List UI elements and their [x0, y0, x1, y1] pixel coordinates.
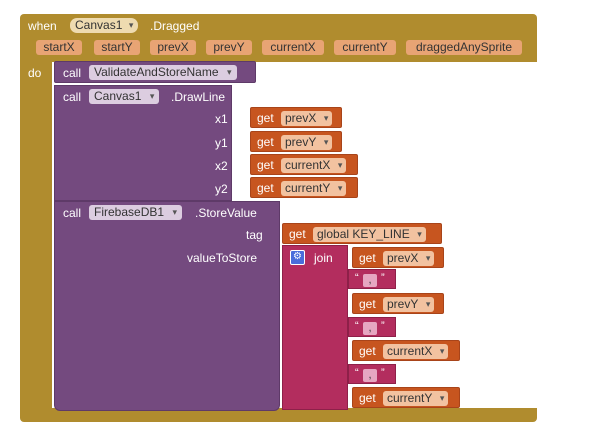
param-currentY[interactable]: currentY — [334, 40, 396, 55]
string-value[interactable]: , — [363, 369, 377, 382]
variable-dropdown[interactable]: prevX — [281, 111, 333, 126]
get-keyword: get — [257, 135, 274, 149]
param-draggedAnySprite[interactable]: draggedAnySprite — [406, 40, 522, 55]
quote-close: ” — [381, 320, 385, 332]
join-keyword: join — [314, 251, 333, 265]
get-currentX-block[interactable]: get currentX — [250, 154, 358, 175]
event-block-body-left: do — [20, 60, 52, 412]
variable-dropdown[interactable]: prevX — [383, 251, 435, 266]
variable-dropdown[interactable]: global KEY_LINE — [313, 227, 426, 242]
get-keyword: get — [359, 297, 376, 311]
variable-dropdown[interactable]: currentX — [383, 344, 449, 359]
string-value[interactable]: , — [363, 274, 377, 287]
join-string-block[interactable]: “ , ” — [348, 364, 396, 384]
firebase-component-dropdown[interactable]: FirebaseDB1 — [89, 205, 183, 220]
get-keyword: get — [359, 391, 376, 405]
storevalue-method: .StoreValue — [195, 206, 257, 220]
param-currentX[interactable]: currentX — [262, 40, 324, 55]
arg-label-x2: x2 — [215, 159, 228, 173]
event-block-canvas-dragged[interactable]: when Canvas1 .Dragged startX startY prev… — [20, 14, 537, 62]
arg-label-y1: y1 — [215, 136, 228, 150]
quote-close: ” — [381, 272, 385, 284]
variable-dropdown[interactable]: prevY — [281, 135, 333, 150]
variable-dropdown[interactable]: currentY — [281, 181, 347, 196]
event-name: .Dragged — [150, 19, 200, 33]
call-validate-and-store-name[interactable]: call ValidateAndStoreName — [54, 61, 256, 83]
call-keyword: call — [63, 90, 82, 104]
join-get-currentX-block[interactable]: get currentX — [352, 340, 460, 361]
tag-label: tag — [246, 228, 263, 242]
arg-label-x1: x1 — [215, 112, 228, 126]
param-startY[interactable]: startY — [94, 40, 140, 55]
get-currentY-block[interactable]: get currentY — [250, 177, 358, 198]
get-keyword: get — [289, 227, 306, 241]
call-canvas-drawline[interactable]: call Canvas1 .DrawLine x1 y1 x2 y2 — [54, 85, 232, 201]
param-prevY[interactable]: prevY — [206, 40, 252, 55]
join-get-currentY-block[interactable]: get currentY — [352, 387, 460, 408]
get-prevX-block[interactable]: get prevX — [250, 107, 342, 128]
join-string-block[interactable]: “ , ” — [348, 269, 396, 289]
get-keyword: get — [359, 251, 376, 265]
quote-open: “ — [355, 367, 359, 379]
get-keyword: get — [257, 111, 274, 125]
get-keyword: get — [257, 181, 274, 195]
procedure-dropdown[interactable]: ValidateAndStoreName — [89, 65, 237, 80]
variable-dropdown[interactable]: currentY — [383, 391, 449, 406]
quote-open: “ — [355, 272, 359, 284]
join-string-block[interactable]: “ , ” — [348, 317, 396, 337]
get-prevY-block[interactable]: get prevY — [250, 131, 342, 152]
value-to-store-label: valueToStore — [187, 251, 258, 265]
gear-icon[interactable]: ⚙ — [290, 250, 305, 265]
event-block-footer — [20, 408, 537, 422]
component-dropdown[interactable]: Canvas1 — [70, 18, 139, 33]
join-get-prevY-block[interactable]: get prevY — [352, 293, 444, 314]
do-keyword: do — [28, 66, 42, 80]
quote-close: ” — [381, 367, 385, 379]
call-keyword: call — [63, 206, 82, 220]
arg-label-y2: y2 — [215, 182, 228, 196]
get-keyword: get — [257, 158, 274, 172]
param-startX[interactable]: startX — [36, 40, 82, 55]
get-keyword: get — [359, 344, 376, 358]
get-global-key-line-block[interactable]: get global KEY_LINE — [282, 223, 442, 244]
quote-open: “ — [355, 320, 359, 332]
join-block[interactable]: join — [282, 245, 348, 410]
call-firebasedb-storevalue[interactable]: call FirebaseDB1 .StoreValue tag valueTo… — [54, 201, 280, 411]
drawline-method: .DrawLine — [171, 90, 226, 104]
variable-dropdown[interactable]: prevY — [383, 297, 435, 312]
canvas-component-dropdown[interactable]: Canvas1 — [89, 89, 160, 104]
variable-dropdown[interactable]: currentX — [281, 158, 347, 173]
param-prevX[interactable]: prevX — [150, 40, 196, 55]
when-keyword: when — [28, 19, 57, 33]
join-get-prevX-block[interactable]: get prevX — [352, 247, 444, 268]
call-keyword: call — [63, 66, 82, 80]
string-value[interactable]: , — [363, 322, 377, 335]
